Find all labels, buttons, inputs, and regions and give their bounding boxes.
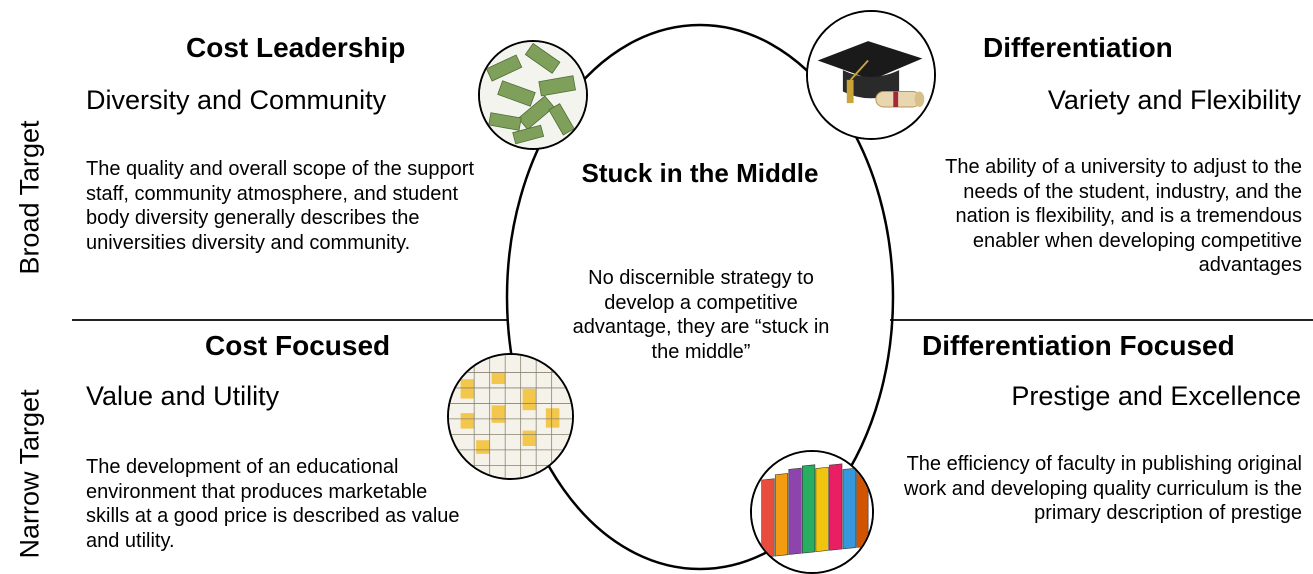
differentiation-text: The ability of a university to adjust to… — [945, 156, 1302, 276]
center-title: Stuck in the Middle — [581, 158, 819, 188]
center-text: No discernible strategy to develop a com… — [572, 267, 830, 363]
divider-right — [890, 319, 1313, 321]
broad-target-label: Broad Target — [14, 120, 45, 275]
cost-focused-text: The development of an educational enviro… — [86, 456, 460, 552]
cost-leadership-subheading: Diversity and Community — [86, 85, 387, 115]
books-icon — [750, 450, 874, 574]
differentiation-focused-heading: Differentiation Focused — [922, 330, 1235, 361]
differentiation-heading: Differentiation — [983, 32, 1173, 63]
spreadsheet-icon — [447, 353, 574, 480]
cost-focused-heading: Cost Focused — [205, 330, 391, 361]
cost-leadership-text: The quality and overall scope of the sup… — [86, 158, 475, 254]
graduation-cap-icon — [806, 10, 936, 140]
narrow-target-label: Narrow Target — [14, 389, 45, 559]
divider-left — [72, 319, 508, 321]
cost-focused-subheading: Value and Utility — [86, 381, 280, 411]
cost-leadership-heading: Cost Leadership — [186, 32, 406, 63]
differentiation-focused-subheading: Prestige and Excellence — [1011, 381, 1301, 411]
center-ellipse — [505, 23, 895, 571]
money-icon — [478, 40, 588, 150]
differentiation-subheading: Variety and Flexibility — [1047, 85, 1301, 115]
differentiation-focused-text: The efficiency of faculty in publishing … — [904, 453, 1302, 524]
